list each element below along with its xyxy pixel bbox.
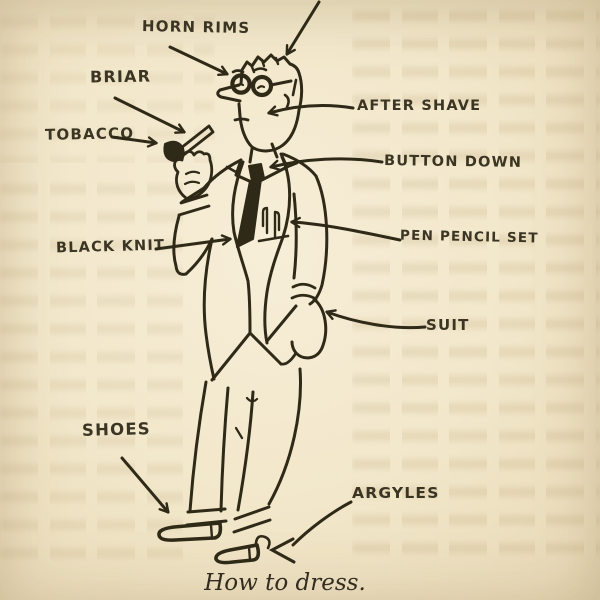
figure-caption: How to dress.: [204, 570, 366, 596]
hand-in-pocket: [290, 297, 328, 360]
cartoon-man-figure: [157, 53, 329, 565]
trousers: [185, 367, 302, 534]
ear: [283, 93, 290, 109]
right-shoe: [214, 543, 261, 565]
label-button-down: BUTTON DOWN: [383, 153, 523, 171]
shirt-cuff: [290, 282, 318, 301]
sideburn: [291, 78, 298, 97]
breast-pocket: [257, 234, 290, 243]
arrow-black-knit: [154, 234, 232, 251]
label-after-shave: AFTER SHAVE: [357, 98, 482, 114]
label-black-knit: BLACK KNIT: [55, 237, 166, 257]
arrow-argyles: [291, 500, 353, 547]
pen-pencil-set: [257, 206, 290, 243]
label-shoes: SHOES: [81, 419, 152, 440]
head: [216, 53, 304, 153]
arrow-pen-pencil-set: [290, 216, 402, 242]
argyle-sock: [254, 534, 271, 550]
arrow-briar: [113, 96, 186, 134]
horn-rim-glasses: [230, 73, 293, 98]
arrow-suit: [325, 309, 427, 330]
arrow-cropped-top: [285, 0, 321, 56]
pipe-stem: [179, 124, 215, 156]
trouser-cuff: [232, 505, 272, 534]
label-pen-pencil-set: PEN PENCIL SET: [399, 227, 539, 247]
eyes: [235, 83, 266, 90]
shoes: [157, 521, 261, 565]
arrow-argyles-hook: [268, 537, 296, 564]
mouth: [233, 117, 250, 122]
label-tobacco: TOBACCO: [44, 124, 135, 144]
label-briar: BRIAR: [89, 66, 152, 87]
label-horn-rims: HORN RIMS: [141, 17, 251, 37]
hand-with-pipe: [163, 124, 215, 201]
pipe-bowl: [163, 140, 185, 162]
left-shoe: [157, 521, 223, 542]
knit-tie: [236, 163, 265, 248]
pocket-slash: [265, 304, 298, 343]
eyebrows: [231, 67, 268, 74]
arrow-button-down: [269, 157, 384, 171]
label-argyles: ARGYLES: [352, 484, 440, 502]
nose: [216, 83, 242, 103]
arrow-tobacco: [110, 135, 158, 148]
callout-arrows: [110, 0, 427, 564]
arrow-shoes: [120, 456, 170, 514]
label-suit: SUIT: [426, 316, 470, 334]
arrow-after-shave: [267, 104, 355, 117]
suit-jacket: [172, 152, 329, 382]
arrow-horn-rims: [168, 45, 229, 77]
